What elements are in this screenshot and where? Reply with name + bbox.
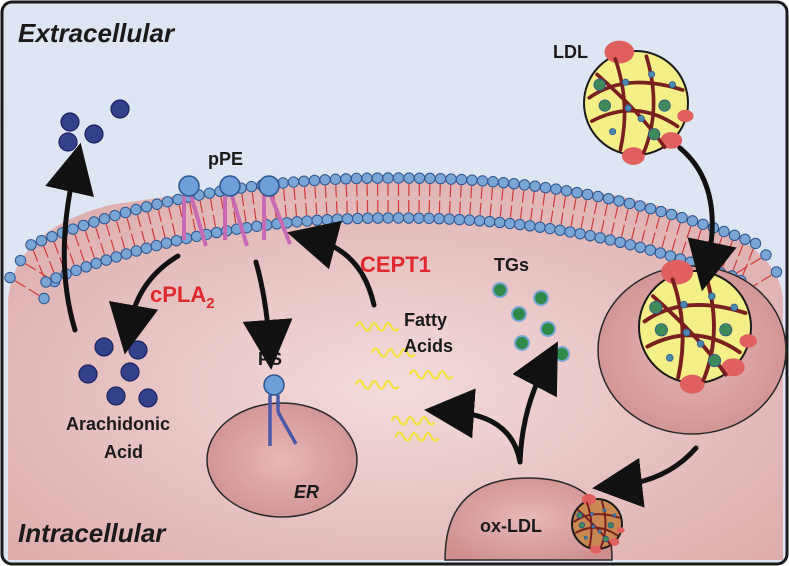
- arrow-to-fatty-acids: [424, 388, 523, 465]
- arrow-ppe-to-ps: [242, 259, 293, 370]
- cpla2-label: cPLA2: [150, 282, 215, 312]
- arrows: [45, 142, 737, 508]
- arrow-ldl-to-endosome: [677, 145, 737, 292]
- fatty-label-line1: Fatty: [404, 310, 447, 330]
- ox-ldl-label: ox-LDL: [480, 516, 542, 536]
- arrow-cept1: [286, 220, 377, 308]
- arrow-release: [45, 142, 94, 333]
- fatty-label-line2: Acids: [404, 336, 453, 356]
- er-organelle: [206, 402, 358, 518]
- cytoplasm: [8, 177, 783, 560]
- extracellular-label: Extracellular: [18, 18, 176, 48]
- er-label: ER: [294, 482, 319, 502]
- cept1-label: CEPT1: [360, 252, 431, 277]
- ps-lipid: [263, 374, 298, 446]
- ppe-label: pPE: [208, 149, 243, 169]
- arrow-to-tgs: [512, 341, 558, 465]
- ldl-label: LDL: [553, 42, 588, 62]
- tgs-label: TGs: [494, 255, 529, 275]
- ox-ldl-particle: [571, 494, 625, 554]
- fatty-acid-chains: [354, 321, 454, 442]
- arrow-endosome-to-lysosome: [592, 445, 699, 508]
- arachidonic-label-line2: Acid: [104, 442, 143, 462]
- intracellular-label: Intracellular: [18, 518, 167, 548]
- ps-label: PS: [258, 349, 282, 369]
- ppe-lipids: [178, 175, 292, 247]
- arachidonic-label-line1: Arachidonic: [66, 414, 170, 434]
- ldl-particle: [583, 40, 694, 165]
- arrow-cpla2: [108, 253, 181, 355]
- plasma-membrane-bilayer: [4, 172, 783, 305]
